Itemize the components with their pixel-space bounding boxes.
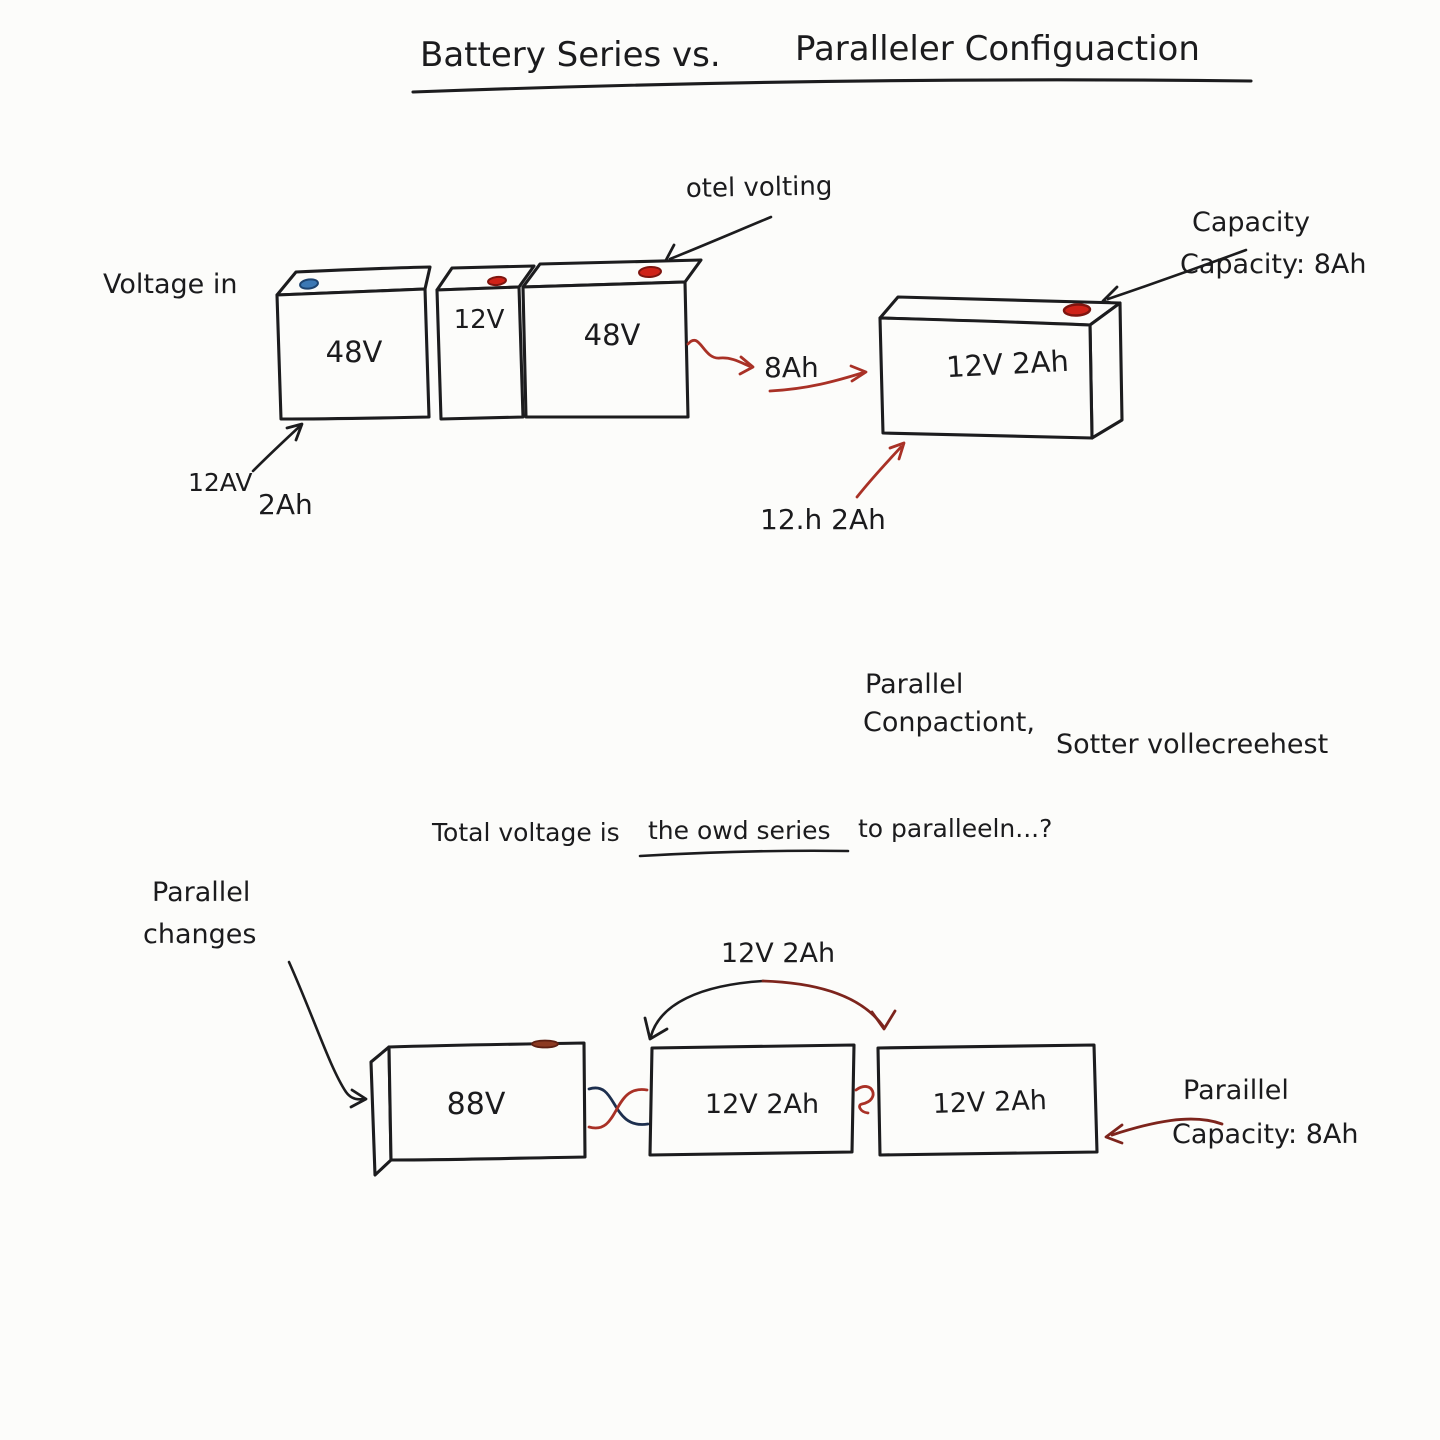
- bridge-arrowhead-right-icon: [870, 1009, 897, 1031]
- middle-notes-group: Parallel Conpactiont, Sotter vollecreehe…: [863, 669, 1328, 760]
- total-volting-arrow: [668, 215, 773, 261]
- terminal-blue-icon: [299, 278, 319, 290]
- parallel-section: Parallel changes 88V 12V 2Ah 12V 2Ah 12V…: [143, 877, 1358, 1177]
- terminal-red-icon: [487, 275, 507, 287]
- parallel-capacity-arrow: [1110, 1117, 1224, 1137]
- parallel-battery-right: 12V 2Ah: [876, 1043, 1099, 1157]
- connector-loop-red: [854, 1085, 875, 1115]
- result-battery-side-face: [1088, 301, 1124, 440]
- question-underlined: the owd series: [648, 816, 831, 845]
- battery-right-label: 12V 2Ah: [932, 1085, 1047, 1120]
- changes-arrow: [287, 960, 365, 1101]
- question-post: to paralleeln...?: [858, 814, 1052, 843]
- terminal-red-icon: [1062, 303, 1092, 317]
- battery-48v-left-front-face: [275, 287, 431, 421]
- crossed-wire-red: [587, 1088, 649, 1130]
- title-underline: [411, 78, 1253, 94]
- corner-note-line2: 2Ah: [258, 488, 313, 521]
- crossed-wire-dark: [587, 1086, 650, 1126]
- corner-note-line1: 12AV: [188, 468, 252, 497]
- parallel-note-line2: Conpactiont,: [863, 707, 1035, 738]
- result-battery-top-face: [878, 295, 1122, 327]
- series-section: Voltage in otel volting Capacity Capacit…: [103, 171, 1366, 536]
- battery-88v-front-face: [387, 1041, 587, 1162]
- series-result-battery: 12V 2Ah: [878, 295, 1124, 440]
- changes-arrowhead-icon: [349, 1088, 368, 1109]
- corner-note-arrowhead-icon: [285, 422, 304, 442]
- capacity-arrow: [1106, 248, 1248, 301]
- battery-48v-left-top-face: [275, 265, 432, 297]
- battery-48v-right-label: 48V: [584, 318, 641, 352]
- series-output-wire-arrowhead-icon: [738, 355, 755, 376]
- question-pre: Total voltage is: [431, 818, 620, 847]
- series-battery-pack: 48V 12V 48V: [275, 258, 703, 421]
- series-output-wire: [686, 338, 751, 368]
- bridge-arrow-left-half: [649, 979, 765, 1038]
- title-group: Battery Series vs. Paralleler Configuact…: [411, 29, 1253, 94]
- battery-12v-middle-front-face: [435, 285, 525, 421]
- wire-capacity-label: 8Ah: [764, 351, 819, 384]
- wire-to-result-arrow: [768, 371, 864, 393]
- parallel-battery-middle: 12V 2Ah: [648, 1043, 856, 1157]
- result-note-arrowhead-icon: [888, 441, 906, 461]
- page-title-left: Battery Series vs.: [420, 35, 721, 75]
- capacity-note-line1: Capacity: [1192, 207, 1310, 238]
- battery-88v-label: 88V: [447, 1087, 506, 1122]
- wire-to-result-arrowhead-icon: [849, 364, 868, 383]
- battery-48v-right-front-face: [521, 280, 690, 419]
- bridge-label: 12V 2Ah: [721, 938, 835, 969]
- changes-note-line2: changes: [143, 919, 256, 950]
- battery-12v-middle-label: 12V: [454, 305, 505, 335]
- battery-48v-left-label: 48V: [326, 335, 383, 369]
- parallel-capacity-line2: Capacity: 8Ah: [1172, 1119, 1358, 1150]
- result-note: 12.h 2Ah: [760, 503, 886, 536]
- question-group: Total voltage is the owd series to paral…: [431, 814, 1052, 858]
- result-battery-front-face: [878, 316, 1094, 440]
- parallel-battery-88v: 88V: [369, 1039, 587, 1177]
- parallel-capacity-arrowhead-icon: [1104, 1123, 1124, 1145]
- softer-note: Sotter vollecreehest: [1056, 729, 1328, 760]
- corner-note-arrow: [251, 425, 301, 473]
- battery-middle-front-face: [648, 1043, 856, 1157]
- bridge-arrow-right-half: [761, 979, 885, 1028]
- parallel-capacity-line1: Paraillel: [1183, 1075, 1289, 1106]
- capacity-note-line2: Capacity: 8Ah: [1180, 249, 1366, 280]
- bridge-arrowhead-left-icon: [643, 1016, 669, 1041]
- battery-right-front-face: [876, 1043, 1099, 1157]
- result-note-arrow: [855, 445, 903, 499]
- total-volting-note: otel volting: [686, 171, 833, 204]
- result-battery-label: 12V 2Ah: [945, 344, 1069, 384]
- terminal-red-icon: [638, 265, 662, 279]
- question-underline: [638, 849, 850, 858]
- terminal-brown-icon: [531, 1039, 559, 1049]
- page-title-right: Paralleler Configuaction: [795, 29, 1200, 69]
- changes-note-line1: Parallel: [152, 877, 250, 908]
- parallel-note-line1: Parallel: [865, 669, 963, 700]
- battery-middle-label: 12V 2Ah: [705, 1089, 819, 1120]
- voltage-in-label: Voltage in: [103, 269, 237, 300]
